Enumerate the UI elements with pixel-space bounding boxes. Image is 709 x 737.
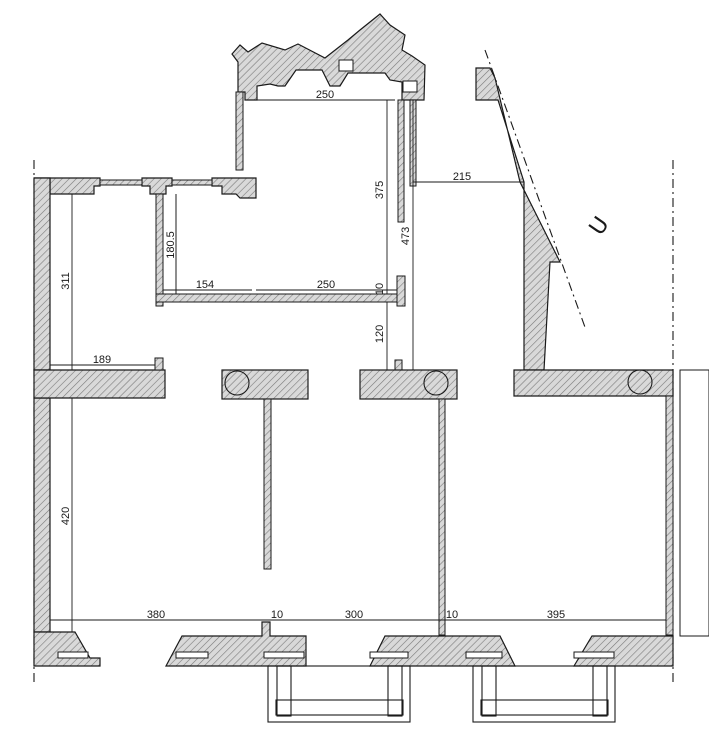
balcony-left-inner [275,699,404,716]
column-east [627,369,653,395]
south-sill-1 [57,651,89,659]
balcony-right-post-a [481,665,497,717]
balcony-right-post-b [592,665,608,717]
dim-top-room-width: 250 [316,89,334,101]
slab-center-left [221,369,309,400]
dim-west-upper-width: 189 [93,354,111,366]
balcony-left-post-b [387,665,403,717]
south-sill-4 [573,651,615,659]
east-slanted-wall [475,67,561,371]
top-annex-walls [231,13,426,223]
south-sill-2a [175,651,209,659]
north-arrow-icon: U [585,213,615,241]
east-walls [475,67,709,637]
east-outer-wall [665,395,674,636]
upper-partitions [155,193,406,373]
annex-window-right [402,80,418,93]
annex-left-jamb [235,91,244,171]
south-wall-3 [369,635,516,667]
slab-center-right [359,369,458,400]
left-room-wall-horizontal [155,293,404,303]
north-wall-right [211,177,257,199]
dimension-lines [50,99,666,632]
dim-top-room-height: 375 [374,181,386,199]
left-room-wall-vertical [155,193,164,307]
stem-center-left [263,398,272,570]
partition-post [396,275,406,307]
dim-west-upper-height: 311 [60,272,72,290]
stem-center-right [438,398,446,636]
dimension-labels: 250 375 473 215 180.5 154 250 10 120 311… [60,89,565,621]
central-slabs [221,369,458,636]
column-center-right [423,370,449,396]
south-wall-1 [33,631,101,667]
north-window-left [99,179,143,186]
south-wall-2 [165,621,307,667]
dim-bottom-wall-a: 10 [271,609,283,621]
west-wall [33,177,51,371]
dim-left-room-height: 180.5 [165,231,177,259]
north-window-right [171,179,213,186]
dim-right-gap: 215 [453,171,471,183]
dim-west-lower-height: 420 [60,507,72,525]
dim-mid-room-width: 250 [317,279,335,291]
east-opening-frame [679,369,709,637]
dim-bottom-mid-width: 300 [345,609,363,621]
column-center-left [224,370,250,396]
axis-lines [33,49,674,682]
annex-inner-post [397,99,405,223]
annex-window-left [338,59,354,72]
dim-bottom-left-width: 380 [147,609,165,621]
dim-bottom-right-width: 395 [547,609,565,621]
balcony-right-outer [472,665,616,723]
south-sill-3a [369,651,409,659]
south-sill-3b [465,651,503,659]
south-sill-2b [263,651,305,659]
balconies [267,665,616,723]
dim-corridor-height: 473 [400,227,412,245]
dim-partition-lower: 120 [374,325,386,343]
balcony-left-outer [267,665,411,723]
upper-walls [34,177,257,199]
west-wall-lower [33,397,51,633]
balcony-left-post-a [276,665,292,717]
south-walls [33,621,674,667]
dim-partition-thickness: 10 [374,283,386,295]
dim-bottom-wall-b: 10 [446,609,458,621]
balcony-right-inner [480,699,609,716]
north-wall-mid [141,177,173,195]
axis-diagonal [484,49,587,331]
top-annex-roof-wall [231,13,426,101]
west-corner-slab [33,369,166,399]
west-walls [33,177,166,633]
south-wall-4 [572,635,674,667]
dim-left-room-width: 154 [196,279,214,291]
west-slab-stub [154,357,164,371]
